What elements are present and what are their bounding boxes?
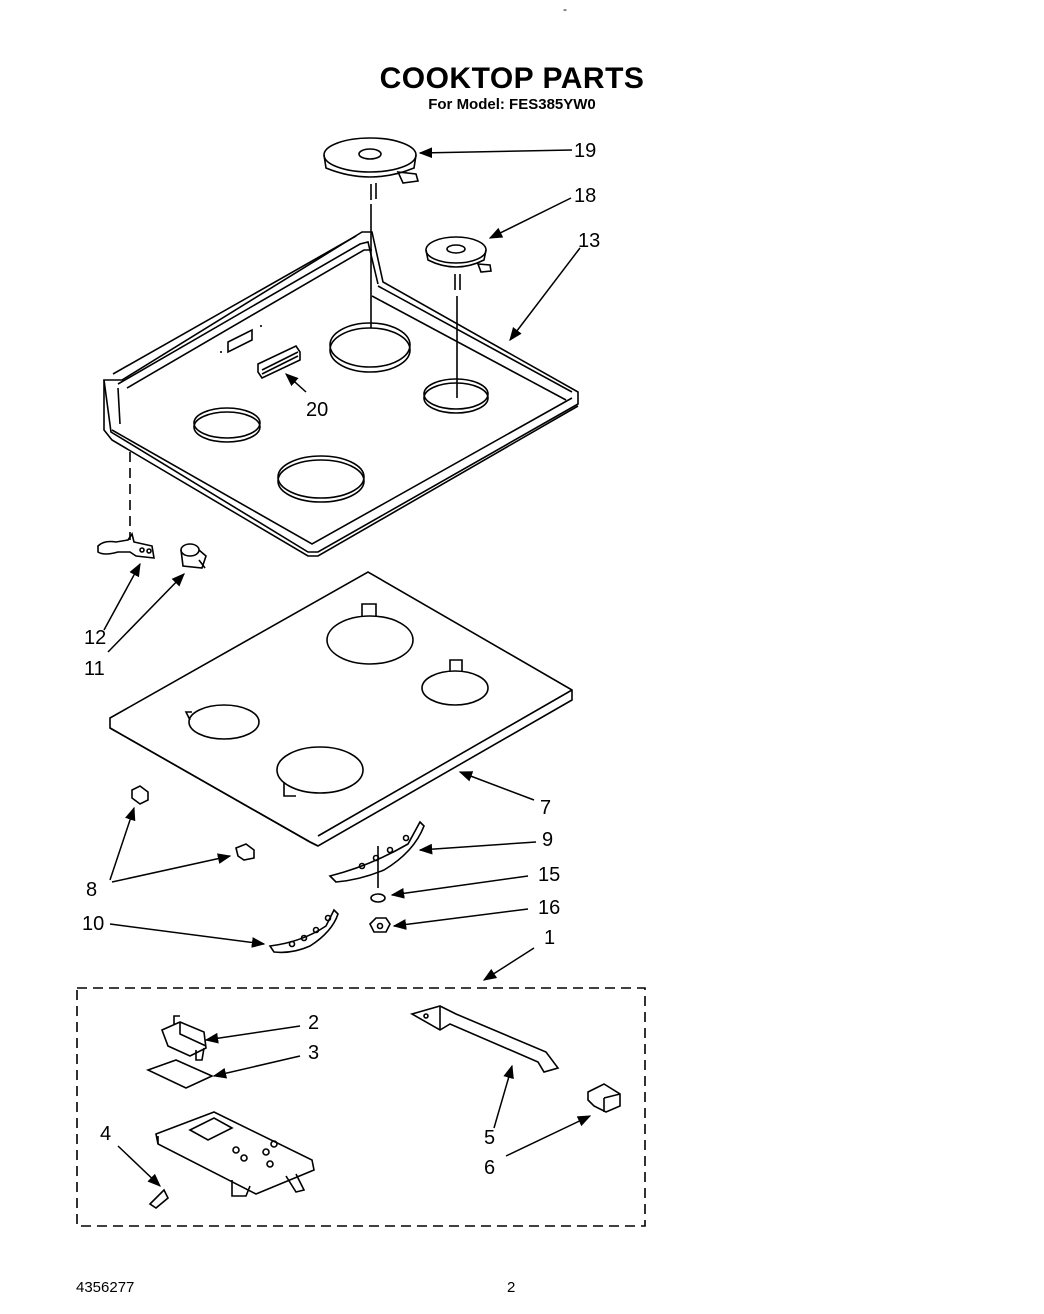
switch — [160, 1015, 207, 1061]
leader-11 — [107, 573, 185, 653]
callout-8: 8 — [86, 879, 97, 901]
leader-3 — [212, 1055, 301, 1079]
callout-1: 1 — [544, 927, 555, 949]
leader-8b — [111, 853, 232, 883]
leader-9 — [418, 841, 537, 855]
document-number: 4356277 — [76, 1279, 135, 1296]
callout-10: 10 — [82, 913, 104, 935]
kit-box — [76, 987, 646, 1227]
leader-10 — [109, 923, 266, 948]
cooktop-main-top — [103, 231, 579, 557]
page-number: 2 — [507, 1279, 516, 1296]
callout-11: 11 — [84, 658, 105, 680]
top-mark: - — [563, 2, 567, 16]
callout-18: 18 — [574, 185, 596, 207]
wire-clip — [97, 532, 155, 559]
callout-15: 15 — [538, 864, 560, 886]
callout-7: 7 — [540, 797, 551, 819]
terminal-block — [587, 1083, 621, 1113]
bracket-lower — [268, 908, 339, 954]
leader-6 — [505, 1115, 592, 1157]
leader-13 — [509, 247, 581, 342]
surface-element-large — [323, 137, 420, 328]
callout-2: 2 — [308, 1012, 319, 1034]
switch-bracket-assembly — [148, 1111, 315, 1209]
model-subtitle: For Model: FES385YW0 — [428, 96, 596, 113]
leader-18 — [488, 197, 572, 239]
callout-19: 19 — [574, 140, 596, 162]
callout-9: 9 — [542, 829, 553, 851]
indicator-lens — [257, 344, 301, 380]
callout-5: 5 — [484, 1127, 495, 1149]
leader-16 — [392, 908, 529, 930]
callout-16: 16 — [538, 897, 560, 919]
bracket-upper — [328, 820, 425, 888]
leader-8a — [109, 806, 136, 881]
callout-6: 6 — [484, 1157, 495, 1179]
callout-4: 4 — [100, 1123, 111, 1145]
leader-15 — [390, 875, 529, 899]
callout-3: 3 — [308, 1042, 319, 1064]
page-title: COOKTOP PARTS — [379, 62, 645, 95]
callout-20: 20 — [306, 399, 328, 421]
leader-12 — [103, 562, 141, 631]
callout-13: 13 — [578, 230, 600, 252]
leader-4 — [117, 1145, 161, 1187]
long-bracket — [409, 1005, 560, 1073]
insulator — [145, 1059, 214, 1089]
leader-2 — [204, 1025, 301, 1044]
hex-nut — [369, 917, 391, 933]
insulation-plate — [109, 571, 573, 847]
leader-7 — [458, 771, 535, 801]
callout-12: 12 — [84, 627, 106, 649]
leader-1 — [482, 947, 535, 981]
retainer-clips — [131, 785, 255, 861]
surface-element-small — [425, 236, 492, 398]
leader-19 — [418, 147, 573, 159]
spacer — [180, 543, 207, 569]
washer — [370, 893, 386, 903]
leader-20 — [284, 373, 307, 393]
leader-5 — [493, 1064, 514, 1129]
